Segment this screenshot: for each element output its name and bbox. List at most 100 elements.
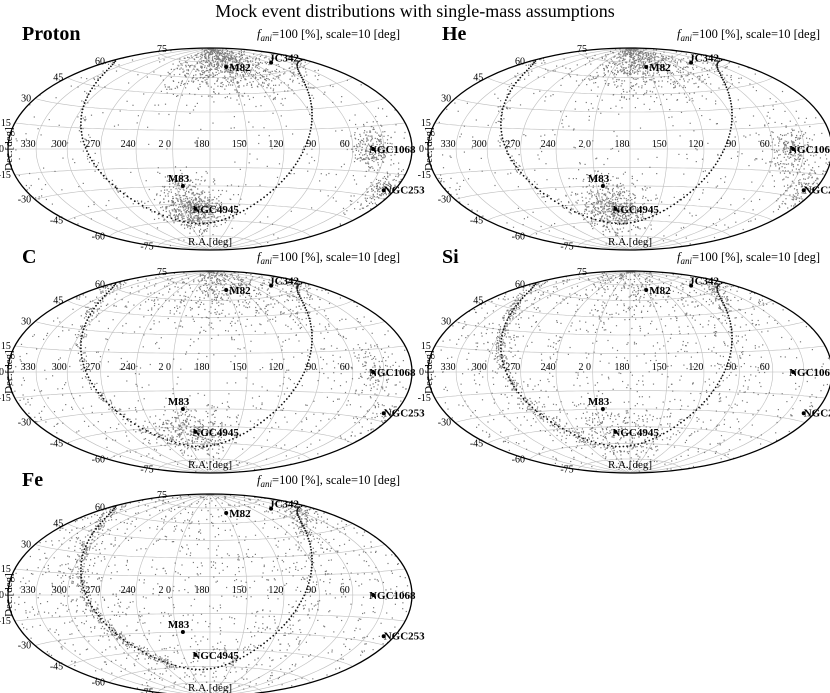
event-point bbox=[620, 51, 621, 52]
event-point bbox=[610, 198, 611, 199]
galactic-plane-dot bbox=[83, 141, 85, 143]
event-point bbox=[212, 50, 213, 51]
event-point bbox=[183, 216, 184, 217]
event-point bbox=[173, 222, 174, 223]
event-point bbox=[212, 53, 213, 54]
event-point bbox=[206, 59, 207, 60]
event-point bbox=[808, 164, 809, 165]
event-point bbox=[168, 200, 169, 201]
event-point bbox=[198, 179, 199, 180]
galactic-plane-dot bbox=[566, 207, 568, 209]
galactic-plane-dot bbox=[520, 172, 522, 174]
event-point bbox=[595, 82, 596, 83]
event-point bbox=[602, 220, 603, 221]
event-point bbox=[211, 64, 212, 65]
event-point bbox=[642, 216, 643, 217]
galactic-plane-dot bbox=[721, 77, 723, 79]
galactic-plane-dot bbox=[717, 68, 719, 70]
event-point bbox=[168, 215, 169, 216]
event-point bbox=[602, 209, 603, 210]
galactic-plane-dot bbox=[727, 89, 729, 91]
event-point bbox=[167, 221, 168, 222]
event-point bbox=[371, 126, 372, 127]
event-point bbox=[774, 163, 775, 164]
event-point bbox=[104, 86, 105, 87]
event-point bbox=[596, 72, 597, 73]
event-point bbox=[385, 178, 386, 179]
event-point bbox=[38, 198, 39, 199]
event-point bbox=[237, 86, 238, 87]
event-point bbox=[358, 143, 359, 144]
event-point bbox=[215, 53, 216, 54]
event-point bbox=[701, 82, 702, 83]
event-point bbox=[49, 119, 50, 120]
event-point bbox=[217, 66, 218, 67]
event-point bbox=[609, 63, 610, 64]
event-point bbox=[651, 200, 652, 201]
event-point bbox=[782, 166, 783, 167]
event-point bbox=[771, 149, 772, 150]
event-point bbox=[378, 159, 379, 160]
event-point bbox=[543, 60, 544, 61]
event-point bbox=[198, 197, 199, 198]
event-point bbox=[382, 157, 383, 158]
event-point bbox=[777, 157, 778, 158]
event-point bbox=[777, 162, 778, 163]
event-point bbox=[622, 62, 623, 63]
galactic-plane-dot bbox=[309, 133, 311, 135]
event-point bbox=[371, 182, 372, 183]
event-point bbox=[668, 56, 669, 57]
event-point bbox=[83, 118, 84, 119]
event-point bbox=[179, 69, 180, 70]
event-point bbox=[209, 74, 210, 75]
event-point bbox=[398, 175, 399, 176]
event-point bbox=[645, 77, 646, 78]
event-point bbox=[205, 80, 206, 81]
event-point bbox=[208, 202, 209, 203]
event-point bbox=[236, 277, 237, 278]
event-point bbox=[170, 215, 171, 216]
galactic-plane-dot bbox=[703, 178, 705, 180]
event-point bbox=[257, 304, 258, 305]
event-point bbox=[209, 197, 210, 198]
event-point bbox=[260, 105, 261, 106]
event-point bbox=[404, 132, 405, 133]
event-point bbox=[612, 191, 613, 192]
event-point bbox=[186, 191, 187, 192]
event-point bbox=[634, 50, 635, 51]
event-point bbox=[626, 200, 627, 201]
event-point bbox=[671, 73, 672, 74]
event-point bbox=[183, 190, 184, 191]
event-point bbox=[638, 159, 639, 160]
event-point bbox=[693, 130, 694, 131]
event-point bbox=[269, 95, 270, 96]
event-point bbox=[199, 299, 200, 300]
event-point bbox=[795, 193, 796, 194]
event-point bbox=[672, 125, 673, 126]
event-point bbox=[655, 57, 656, 58]
galactic-plane-dot bbox=[187, 222, 189, 224]
event-point bbox=[267, 166, 268, 167]
event-point bbox=[207, 225, 208, 226]
event-point bbox=[545, 69, 546, 70]
event-point bbox=[623, 59, 624, 60]
event-point bbox=[137, 122, 138, 123]
event-point bbox=[404, 138, 405, 139]
event-point bbox=[619, 60, 620, 61]
event-point bbox=[112, 180, 113, 181]
dec-tick-label: 30 bbox=[21, 94, 31, 105]
event-point bbox=[214, 52, 215, 53]
event-point bbox=[379, 187, 380, 188]
galactic-plane-dot bbox=[599, 220, 601, 222]
event-point bbox=[221, 72, 222, 73]
event-point bbox=[309, 163, 310, 164]
galactic-plane-dot bbox=[526, 70, 528, 72]
galactic-plane-dot bbox=[578, 213, 580, 215]
event-point bbox=[592, 58, 593, 59]
event-point bbox=[186, 69, 187, 70]
event-point bbox=[622, 60, 623, 61]
event-point bbox=[541, 63, 542, 64]
event-point bbox=[186, 202, 187, 203]
event-point bbox=[77, 116, 78, 117]
event-point bbox=[563, 207, 564, 208]
